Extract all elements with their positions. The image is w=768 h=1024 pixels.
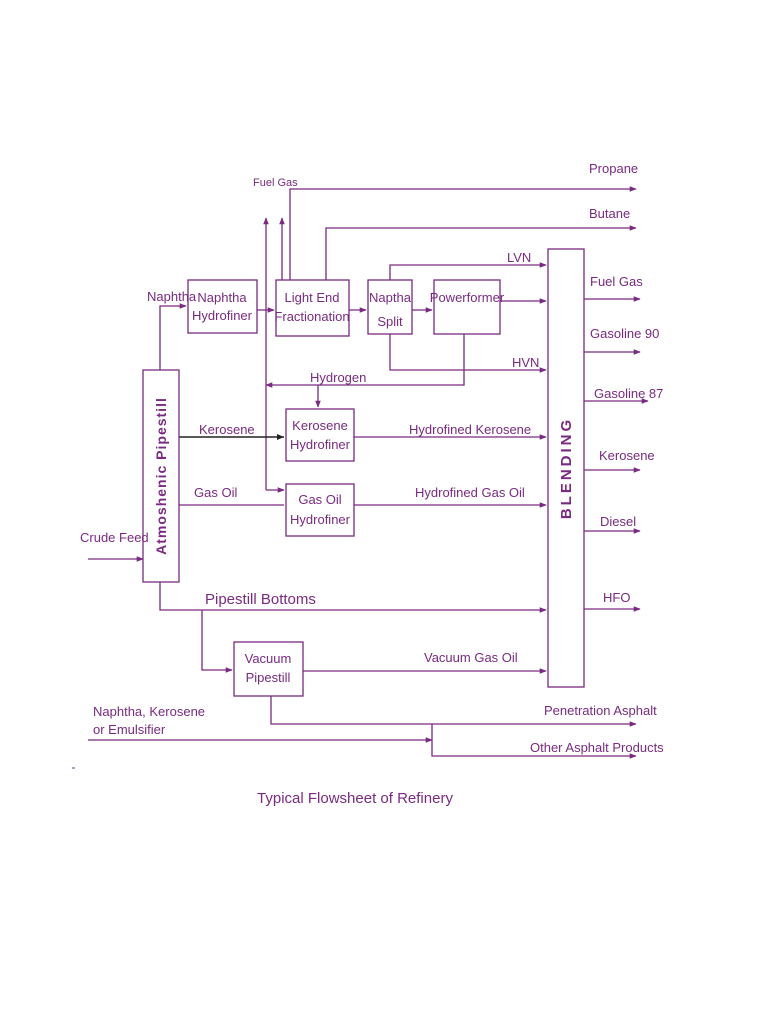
butane-line [325,225,637,280]
powerformer-label: Powerformer [430,290,505,305]
vacuum-pipestill-label-2: Pipestill [246,670,291,685]
atmospheric-pipestill-label: Atmoshenic Pipestill [153,397,169,555]
naphtha-label: Naphtha [147,289,197,304]
fuel-gas-product-label: Fuel Gas [590,274,643,289]
hvn-line [389,334,547,373]
butane-label: Butane [589,206,630,221]
light-end-fractionation-label-1: Light End [285,290,340,305]
gasoline-87-label: Gasoline 87 [594,386,663,401]
crude-feed-label: Crude Feed [80,530,149,545]
penetration-asphalt-line [270,696,637,727]
vacuum-pipestill-box [233,641,304,697]
kerosene-hydrofiner-box [285,408,355,462]
naptha-split-label-1: Naptha [369,290,412,305]
blending-label: BLENDING [558,417,575,519]
vacuum-pipestill-label-1: Vacuum [245,651,292,666]
naphtha-hydrofiner-label-2: Hydrofiner [192,308,253,323]
gasoline-90-label: Gasoline 90 [590,326,659,341]
naphtha-line [159,303,187,370]
penetration-asphalt-label: Penetration Asphalt [544,703,657,718]
propane-label: Propane [589,161,638,176]
hydrogen-label: Hydrogen [310,370,366,385]
gas-oil-hydrofiner-box [285,483,355,537]
hydrofined-gas-oil-label: Hydrofined Gas Oil [415,485,525,500]
naphtha-hydrofiner-label-1: Naphtha [197,290,247,305]
naphtha-hydrofiner-box [187,279,258,334]
to-vacuum-line [201,610,233,673]
propane-line [289,186,637,280]
hfo-label: HFO [603,590,630,605]
lvn-label: LVN [507,250,531,265]
vacuum-gas-oil-label: Vacuum Gas Oil [424,650,518,665]
naptha-split-label-2: Split [377,314,403,329]
powerformer-box [433,279,501,335]
gas-oil-hydrofiner-label-1: Gas Oil [298,492,341,507]
light-end-fractionation-box [275,279,350,337]
light-end-fractionation-label-2: Fractionation [274,309,349,324]
gas-oil-label: Gas Oil [194,485,237,500]
other-asphalt-label: Other Asphalt Products [530,740,664,755]
asphalt-feed-label-2: or Emulsifier [93,722,166,737]
fuel-gas-top-label: Fuel Gas [253,177,298,189]
kerosene-product-label: Kerosene [599,448,655,463]
kerosene-hydrofiner-label-2: Hydrofiner [290,437,351,452]
diagram-caption: Typical Flowsheet of Refinery [257,790,453,807]
atmospheric-pipestill-box [142,369,180,583]
kerosene-label: Kerosene [199,422,255,437]
kerosene-hydrofiner-label-1: Kerosene [292,418,348,433]
gas-oil-hydrofiner-label-2: Hydrofiner [290,512,351,527]
pipestill-bottoms-label: Pipestill Bottoms [205,591,316,608]
naptha-split-box [367,279,413,335]
diesel-label: Diesel [600,514,636,529]
lvn-line [389,262,547,280]
hydrogen-line [265,334,465,388]
pipestill-bottoms-line [159,582,547,613]
hvn-label: HVN [512,355,539,370]
other-asphalt-line [431,724,637,759]
blending-box [547,248,585,688]
hydrofined-kerosene-label: Hydrofined Kerosene [409,422,531,437]
asphalt-feed-label-1: Naphtha, Kerosene [93,704,205,719]
kerosene-arrowhead [277,434,284,440]
